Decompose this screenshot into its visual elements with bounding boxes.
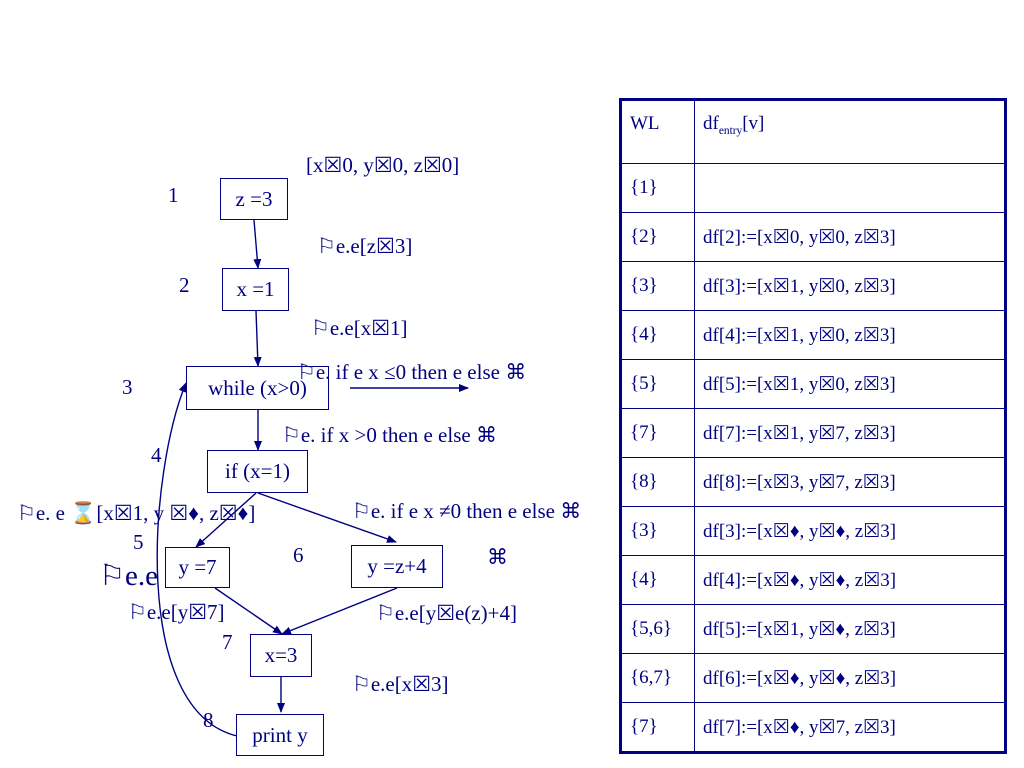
node-number-1: 1 xyxy=(168,183,179,207)
node-number-7: 7 xyxy=(222,630,233,654)
table-row: {8}df[8]:=[x☒3, y☒7, z☒3] xyxy=(620,457,1006,507)
header-df-tail: [v] xyxy=(742,113,765,134)
row-wl: {4} xyxy=(620,310,695,360)
transfer-label-7: ⚐e.e[x☒3] xyxy=(352,672,449,696)
node-2: x =1 xyxy=(222,268,289,311)
table-row: {2}df[2]:=[x☒0, y☒0, z☒3] xyxy=(620,212,1006,262)
row-df xyxy=(694,163,1006,213)
node-1: z =3 xyxy=(220,178,288,220)
table-row: {5}df[5]:=[x☒1, y☒0, z☒3] xyxy=(620,359,1006,409)
table-row: {7}df[7]:=[x☒1, y☒7, z☒3] xyxy=(620,408,1006,458)
row-wl: {7} xyxy=(620,408,695,458)
edge-2-3 xyxy=(253,310,262,367)
edge-5-7 xyxy=(214,587,283,635)
row-df: df[5]:=[x☒1, y☒♦, z☒3] xyxy=(694,604,1006,654)
transfer-label-5: ⚐e.e[y☒7] xyxy=(128,600,225,624)
edge-8-3-back xyxy=(156,382,238,737)
node-6: y =z+4 xyxy=(351,545,443,588)
row-wl: {8} xyxy=(620,457,695,507)
row-df: df[6]:=[x☒♦, y☒♦, z☒3] xyxy=(694,653,1006,703)
row-wl: {3} xyxy=(620,506,695,556)
node-5: y =7 xyxy=(165,547,230,588)
edge-6-7 xyxy=(281,587,398,635)
cmd-symbol: ⌘ xyxy=(487,545,508,569)
row-df: df[8]:=[x☒3, y☒7, z☒3] xyxy=(694,457,1006,507)
big-lambda-label: ⚐e.e xyxy=(99,560,158,592)
header-wl: WL xyxy=(620,99,695,164)
init-env-label: [x☒0, y☒0, z☒0] xyxy=(306,153,460,177)
row-df: df[7]:=[x☒1, y☒7, z☒3] xyxy=(694,408,1006,458)
edge-4-5 xyxy=(195,492,257,548)
node-8: print y xyxy=(236,714,324,756)
row-wl: {4} xyxy=(620,555,695,605)
worklist-table: WL dfentry[v] {1} {2}df[2]:=[x☒0, y☒0, z… xyxy=(619,98,1007,754)
row-wl: {5,6} xyxy=(620,604,695,654)
row-df: df[3]:=[x☒1, y☒0, z☒3] xyxy=(694,261,1006,311)
table-row: {3}df[3]:=[x☒1, y☒0, z☒3] xyxy=(620,261,1006,311)
node-3: while (x>0) xyxy=(186,366,329,410)
header-df: dfentry[v] xyxy=(694,99,1006,164)
table-row: {3}df[3]:=[x☒♦, y☒♦, z☒3] xyxy=(620,506,1006,556)
table-row: {5,6}df[5]:=[x☒1, y☒♦, z☒3] xyxy=(620,604,1006,654)
row-wl: {7} xyxy=(620,702,695,753)
row-wl: {3} xyxy=(620,261,695,311)
row-df: df[2]:=[x☒0, y☒0, z☒3] xyxy=(694,212,1006,262)
edge-4-6 xyxy=(257,492,397,543)
header-df-sub: entry xyxy=(718,124,743,137)
if-false-label: ⚐e. if e x ≠0 then e else ⌘ xyxy=(352,499,582,523)
row-wl: {1} xyxy=(620,163,695,213)
if-true-label: ⚐e. e ⌛[x☒1, y ☒♦, z☒♦] xyxy=(17,501,256,525)
row-wl: {2} xyxy=(620,212,695,262)
node-number-4: 4 xyxy=(151,443,162,467)
while-false-label: ⚐e. if e x ≤0 then e else ⌘ xyxy=(297,360,527,384)
node-number-5: 5 xyxy=(133,530,144,554)
transfer-label-1: ⚐e.e[z☒3] xyxy=(317,234,413,258)
table-row: {4}df[4]:=[x☒1, y☒0, z☒3] xyxy=(620,310,1006,360)
row-df: df[7]:=[x☒♦, y☒7, z☒3] xyxy=(694,702,1006,753)
row-df: df[4]:=[x☒♦, y☒♦, z☒3] xyxy=(694,555,1006,605)
edge-1-2 xyxy=(253,219,262,269)
node-number-6: 6 xyxy=(293,543,304,567)
header-df-main: df xyxy=(703,113,719,134)
row-df: df[4]:=[x☒1, y☒0, z☒3] xyxy=(694,310,1006,360)
node-number-2: 2 xyxy=(179,273,190,297)
row-df: df[3]:=[x☒♦, y☒♦, z☒3] xyxy=(694,506,1006,556)
node-number-3: 3 xyxy=(122,375,133,399)
table-row: {4}df[4]:=[x☒♦, y☒♦, z☒3] xyxy=(620,555,1006,605)
node-7: x=3 xyxy=(250,634,312,677)
transfer-label-6: ⚐e.e[y☒e(z)+4] xyxy=(376,601,518,625)
transfer-label-2: ⚐e.e[x☒1] xyxy=(311,316,408,340)
while-true-label: ⚐e. if x >0 then e else ⌘ xyxy=(282,423,497,447)
node-number-8: 8 xyxy=(203,708,214,732)
table-row: {7}df[7]:=[x☒♦, y☒7, z☒3] xyxy=(620,702,1006,753)
table-row: {1} xyxy=(620,163,1006,213)
row-wl: {6,7} xyxy=(620,653,695,703)
table-row: {6,7}df[6]:=[x☒♦, y☒♦, z☒3] xyxy=(620,653,1006,703)
table-header: WL dfentry[v] xyxy=(620,99,1006,164)
row-wl: {5} xyxy=(620,359,695,409)
row-df: df[5]:=[x☒1, y☒0, z☒3] xyxy=(694,359,1006,409)
node-4: if (x=1) xyxy=(207,450,308,493)
